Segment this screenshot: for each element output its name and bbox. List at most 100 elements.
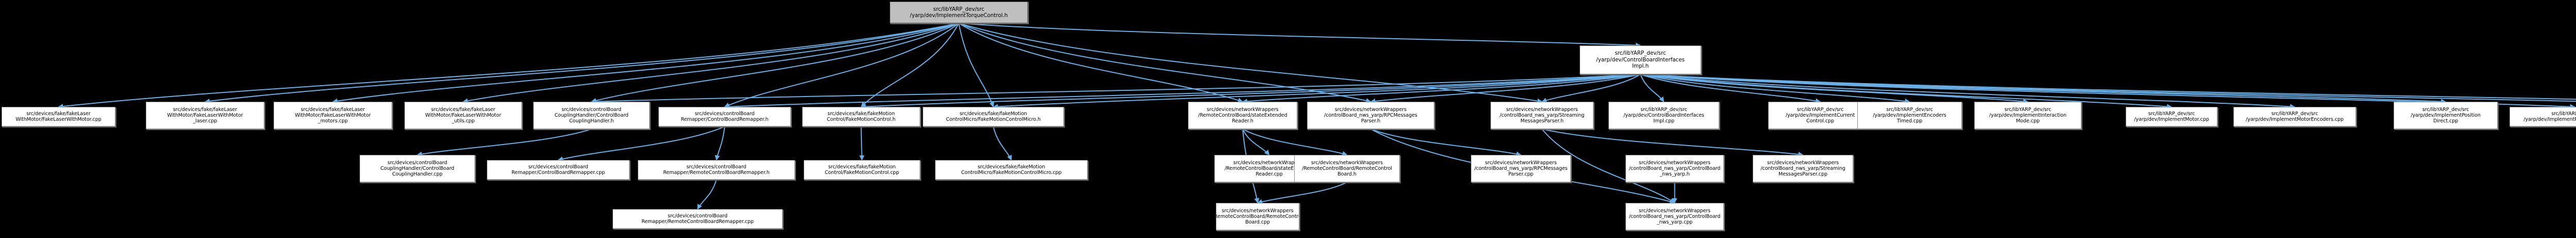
graph-edge	[1242, 129, 1348, 156]
graph-edge	[1370, 129, 1521, 157]
graph-node[interactable]: src/devices/fake/fakeLaser WithMotor/Fak…	[146, 102, 264, 129]
graph-edge	[958, 23, 1641, 48]
root-node[interactable]: src/libYARP_dev/src /yarp/dev/ImplementT…	[890, 2, 1028, 23]
node-label: src/libYARP_dev/src /yarp/dev/ControlBoa…	[1596, 50, 1685, 70]
graph-node[interactable]: src/devices/fake/fakeLaser WithMotor/Fak…	[2, 107, 115, 126]
graph-edge	[1640, 74, 1665, 102]
node-label: src/devices/controlBoard CouplingHandler…	[554, 106, 629, 124]
graph-node[interactable]: src/libYARP_dev/src /yarp/dev/ImplementI…	[1974, 102, 2081, 129]
graph-node[interactable]: src/libYARP_dev/src /yarp/dev/ImplementR…	[2510, 107, 2576, 126]
graph-node[interactable]: src/libYARP_dev/src /yarp/dev/ImplementP…	[2394, 102, 2498, 129]
center-node[interactable]: src/libYARP_dev/src /yarp/dev/ControlBoa…	[1580, 45, 1701, 74]
graph-node[interactable]: src/devices/fake/fakeMotion ControlMicro…	[935, 160, 1088, 180]
graph-node[interactable]: src/devices/networkWrappers /controlBoar…	[1625, 203, 1724, 230]
node-label: src/libYARP_dev/src /yarp/dev/ImplementI…	[1989, 106, 2066, 124]
node-label: src/devices/networkWrappers /RemoteContr…	[1225, 160, 1314, 178]
graph-edge	[1640, 74, 2028, 104]
graph-node[interactable]: src/devices/fake/fakeLaser WithMotor/Fak…	[274, 102, 392, 129]
graph-node[interactable]: src/devices/fake/fakeMotion Control/Fake…	[802, 107, 920, 126]
graph-edge	[1242, 129, 1270, 155]
graph-node[interactable]: src/devices/networkWrappers /RemoteContr…	[1216, 203, 1299, 230]
graph-edge	[557, 126, 725, 162]
graph-node[interactable]: src/devices/controlBoard Remapper/Contro…	[658, 107, 791, 126]
graph-node[interactable]: src/devices/networkWrappers /RemoteContr…	[1294, 155, 1400, 182]
graph-node[interactable]: src/devices/fake/fakeLaser WithMotor/Fak…	[404, 102, 522, 129]
node-label: src/devices/networkWrappers /RemoteContr…	[1198, 106, 1287, 124]
node-label: src/devices/networkWrappers /controlBoar…	[1474, 160, 1568, 178]
graph-edge	[332, 23, 959, 104]
graph-node[interactable]: src/devices/networkWrappers /controlBoar…	[1490, 102, 1594, 129]
node-label: src/devices/controlBoard Remapper/Remote…	[663, 164, 770, 176]
node-label: src/devices/controlBoard CouplingHandler…	[380, 160, 454, 178]
node-label: src/libYARP_dev/src /yarp/dev/ImplementT…	[910, 6, 1008, 19]
node-label: src/devices/fake/fakeMotion ControlMicro…	[961, 164, 1062, 176]
node-label: src/devices/networkWrappers /controlBoar…	[1324, 106, 1417, 124]
graph-edge	[1541, 129, 1804, 157]
graph-edge	[1257, 182, 1347, 204]
graph-edge	[993, 126, 1012, 161]
graph-edge	[463, 23, 959, 104]
graph-node[interactable]: src/libYARP_dev/src /yarp/dev/ImplementC…	[1768, 102, 1872, 129]
node-label: src/libYARP_dev/src /yarp/dev/ImplementM…	[2246, 110, 2344, 122]
graph-node[interactable]: src/devices/networkWrappers /controlBoar…	[1471, 155, 1571, 182]
graph-edge	[958, 23, 1243, 103]
graph-edge	[1640, 74, 2295, 109]
node-label: src/devices/networkWrappers /controlBoar…	[1760, 160, 1845, 178]
node-label: src/libYARP_dev/src /yarp/dev/ImplementP…	[2411, 106, 2481, 124]
graph-edge	[417, 129, 592, 157]
node-label: src/devices/controlBoard Remapper/Contro…	[681, 110, 769, 122]
graph-edge	[1541, 74, 1641, 103]
node-label: src/devices/fake/fakeLaser WithMotor/Fak…	[425, 106, 501, 124]
graph-node[interactable]: src/devices/controlBoard Remapper/Remote…	[613, 209, 783, 229]
node-label: src/libYARP_dev/src /yarp/dev/ImplementE…	[1873, 106, 1946, 124]
graph-node[interactable]: src/libYARP_dev/src /yarp/dev/ImplementM…	[2126, 107, 2217, 126]
node-label: src/devices/networkWrappers /controlBoar…	[1499, 106, 1585, 124]
node-label: src/devices/controlBoard Remapper/Contro…	[511, 164, 605, 176]
node-label: src/devices/networkWrappers /RemoteContr…	[1302, 160, 1392, 178]
graph-node[interactable]: src/devices/controlBoard Remapper/Contro…	[487, 160, 630, 180]
graph-edge	[1640, 74, 2446, 104]
graph-node[interactable]: src/devices/controlBoard CouplingHandler…	[533, 102, 650, 129]
graph-node[interactable]: src/devices/controlBoard CouplingHandler…	[360, 155, 475, 182]
graph-node[interactable]: src/devices/fake/fakeMotion ControlMicro…	[923, 107, 1064, 126]
node-label: src/devices/fake/fakeMotion ControlMicro…	[946, 110, 1041, 122]
graph-edge	[1242, 74, 1641, 104]
graph-node[interactable]: src/devices/networkWrappers /controlBoar…	[1625, 155, 1724, 182]
node-label: src/devices/networkWrappers /controlBoar…	[1629, 160, 1721, 178]
graph-edge	[958, 23, 1371, 103]
node-label: src/devices/fake/fakeLaser WithMotor/Fak…	[295, 106, 371, 124]
graph-edge	[205, 23, 959, 104]
graph-edge	[1640, 74, 1910, 104]
node-label: src/libYARP_dev/src /yarp/dev/ImplementC…	[1785, 106, 1855, 124]
graph-node[interactable]: src/devices/controlBoard Remapper/Remote…	[638, 160, 795, 180]
graph-node[interactable]: src/libYARP_dev/src /yarp/dev/ImplementM…	[2233, 107, 2356, 126]
graph-node[interactable]: src/devices/fake/fakeMotion Control/Fake…	[804, 160, 920, 180]
graph-edge	[958, 23, 994, 107]
graph-edge	[715, 126, 725, 161]
graph-node[interactable]: src/devices/networkWrappers /controlBoar…	[1753, 155, 1853, 182]
graph-edge	[591, 74, 1641, 104]
graph-edge	[591, 23, 959, 103]
graph-edge	[1640, 74, 1821, 104]
node-label: src/devices/fake/fakeMotion Control/Fake…	[826, 110, 896, 122]
graph-edge	[724, 23, 959, 108]
graph-edge	[1370, 74, 1641, 104]
node-label: src/devices/networkWrappers /RemoteContr…	[1216, 208, 1299, 226]
node-label: src/devices/controlBoard Remapper/Remote…	[641, 213, 754, 225]
graph-edge	[697, 179, 717, 210]
graph-node[interactable]: src/devices/networkWrappers /RemoteContr…	[1188, 102, 1297, 129]
graph-edge	[859, 126, 865, 161]
graph-edge	[860, 23, 959, 107]
graph-edge	[58, 23, 959, 109]
node-label: src/devices/fake/fakeLaser WithMotor/Fak…	[15, 110, 101, 122]
graph-node[interactable]: src/libYARP_dev/src /yarp/dev/ControlBoa…	[1608, 102, 1719, 129]
node-label: src/libYARP_dev/src /yarp/dev/ControlBoa…	[1623, 106, 1704, 124]
node-label: src/libYARP_dev/src /yarp/dev/ImplementM…	[2134, 110, 2209, 122]
graph-edge	[958, 23, 1543, 104]
node-label: src/devices/networkWrappers /controlBoar…	[1629, 208, 1721, 226]
node-label: src/libYARP_dev/src /yarp/dev/ImplementR…	[2523, 110, 2576, 122]
graph-node[interactable]: src/libYARP_dev/src /yarp/dev/ImplementE…	[1857, 102, 1962, 129]
graph-node[interactable]: src/devices/networkWrappers /controlBoar…	[1307, 102, 1434, 129]
node-label: src/devices/fake/fakeMotion Control/Fake…	[824, 164, 900, 176]
